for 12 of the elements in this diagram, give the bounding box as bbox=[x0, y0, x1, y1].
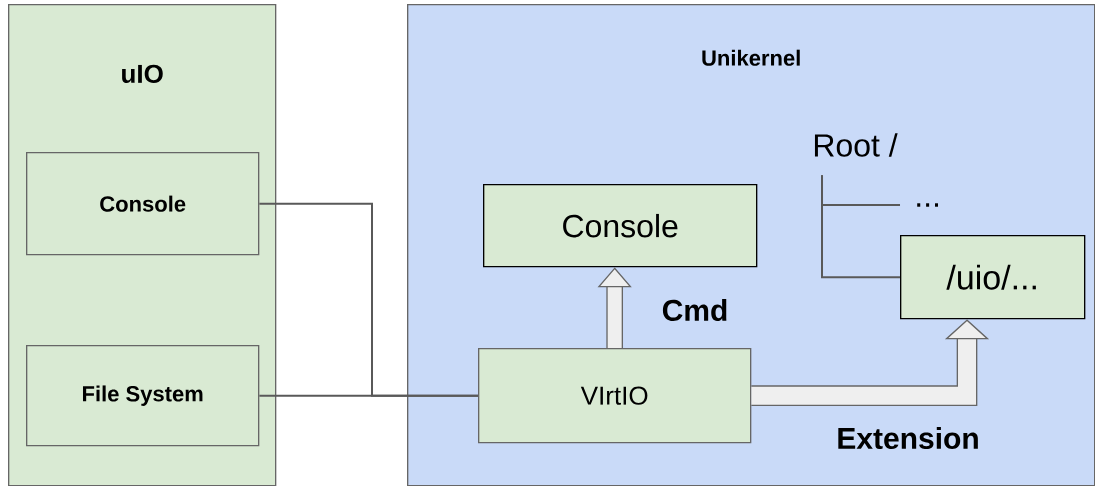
connector-line bbox=[258, 394, 479, 397]
directory-box: /uio/... bbox=[900, 235, 1086, 320]
edge-label: Extension bbox=[838, 427, 978, 449]
tree-root-label: Root / bbox=[814, 133, 898, 157]
block-arrow bbox=[597, 267, 632, 348]
component-box: VIrtIO bbox=[478, 348, 752, 444]
edge-label: Cmd bbox=[662, 299, 727, 321]
tree-line bbox=[821, 174, 901, 279]
component-box: File System bbox=[26, 345, 260, 447]
component-box: Console bbox=[26, 152, 260, 256]
component-box: Console bbox=[483, 184, 758, 268]
tree-item-label: ... bbox=[917, 203, 939, 207]
